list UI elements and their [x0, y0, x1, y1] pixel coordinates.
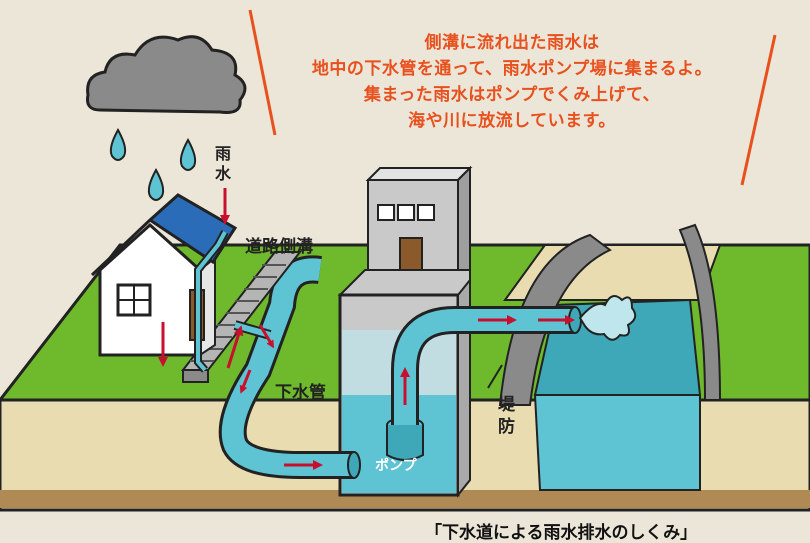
roadside-ditch-label: 道路側溝 — [245, 237, 313, 257]
raindrop-1 — [109, 127, 127, 161]
station-windows — [377, 204, 435, 221]
station-building-right — [457, 165, 471, 271]
ditch-front — [182, 369, 209, 383]
levee-label-char2: 防 — [498, 417, 515, 437]
sewer-pipe — [218, 255, 361, 479]
raindrop-3 — [147, 167, 165, 201]
headline-line-2: 地中の下水管を通って、雨水ポンプ場に集まるよ。 — [311, 59, 713, 79]
levee-right-wall — [678, 223, 722, 401]
water-splash — [578, 295, 637, 341]
headline-bracket-right — [740, 34, 777, 186]
downspout-fill — [196, 231, 227, 372]
headline-line-4: 海や川に放流しています。 — [408, 111, 616, 131]
raindrop-2 — [179, 137, 197, 171]
headline-line-1: 側溝に流れ出た雨水は — [424, 33, 600, 53]
headline-bracket-left — [248, 9, 277, 136]
station-door — [399, 237, 423, 271]
levee-label-char1: 堤 — [498, 395, 515, 415]
ditch-arrow — [226, 325, 244, 369]
levee-pointer — [487, 364, 503, 389]
sewer-pipe-label: 下水管 — [275, 383, 326, 403]
river-water — [533, 394, 701, 491]
rain-label-char2: 水 — [215, 164, 232, 183]
headline-line-3: 集まった雨水はポンプでくみ上げて、 — [363, 85, 661, 105]
station-building-roof-side — [365, 167, 473, 181]
pump-label: ポンプ — [375, 458, 417, 474]
headline: 側溝に流れ出た雨水は 地中の下水管を通って、雨水ポンプ場に集まるよ。 集まった雨… — [262, 30, 762, 134]
soil-bottom-band — [0, 490, 810, 508]
sewer-arrow-1 — [258, 324, 275, 349]
outflow-pipe — [391, 295, 637, 425]
house-roof — [90, 193, 238, 277]
rain-label-char1: 雨 — [215, 144, 232, 163]
sewer-arrow-2 — [239, 369, 252, 394]
outflow-pipe-fill — [394, 309, 575, 425]
sewer-pipe-fill — [221, 258, 355, 476]
rain-cloud — [86, 35, 247, 201]
outflow-pipe-end — [568, 306, 582, 334]
sewer-pipe-end — [347, 451, 361, 479]
pump-unit-body — [386, 425, 424, 461]
cloud — [86, 35, 247, 114]
house — [90, 193, 238, 373]
flow-arrows — [158, 188, 575, 470]
diagram-caption: 「下水道による雨水排水のしくみ」 — [425, 523, 698, 543]
